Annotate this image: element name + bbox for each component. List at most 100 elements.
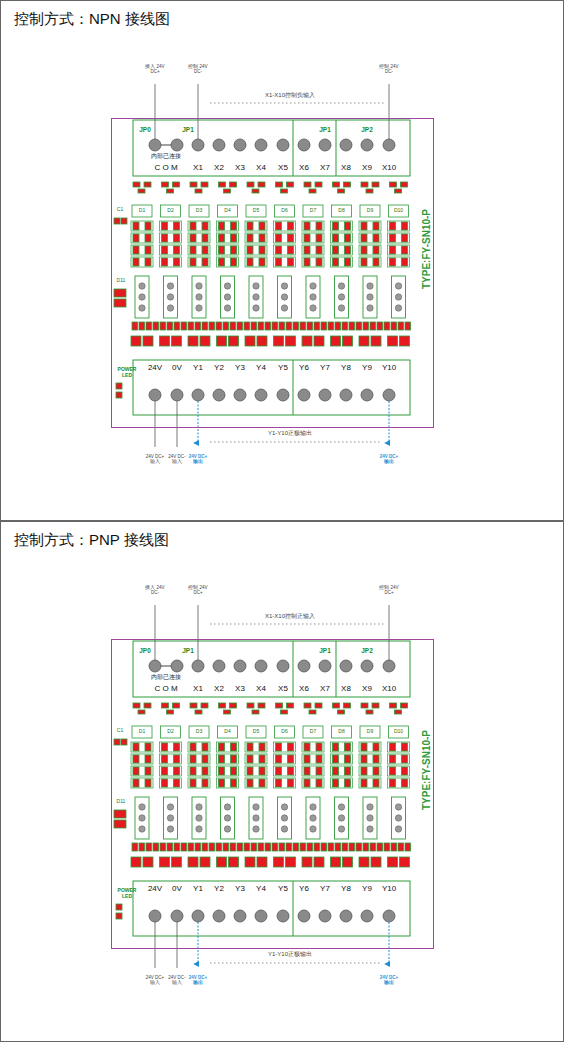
pin-name: 0V (172, 885, 182, 894)
part-designator: D6 (281, 208, 287, 214)
pin-hole (338, 804, 344, 810)
resistor-outline (302, 245, 324, 255)
resistor-outline (388, 778, 410, 788)
solder-pad (359, 336, 369, 346)
solder-pad (223, 843, 229, 851)
solder-pad (145, 234, 151, 242)
solder-pad (338, 710, 345, 714)
pin-hole (224, 815, 230, 821)
input-wire (389, 605, 390, 660)
solder-pad (144, 182, 151, 187)
solder-pad (316, 258, 322, 266)
solder-pad (276, 182, 283, 187)
pin-hole (367, 826, 373, 832)
resistor-outline (388, 245, 410, 255)
resistor-outline (331, 766, 353, 776)
led-outline (132, 205, 152, 217)
solder-pad (190, 246, 196, 254)
solder-pad (390, 767, 396, 775)
solder-pad (363, 322, 369, 330)
solder-pad (219, 234, 225, 242)
resistor-outline (359, 233, 381, 243)
pin-hole (367, 804, 373, 810)
solder-pad (265, 322, 271, 330)
solder-pad (316, 743, 322, 751)
pin-name: Y2 (214, 364, 224, 373)
solder-pad (224, 710, 231, 714)
led-outline (360, 205, 380, 217)
solder-pad (281, 710, 288, 714)
solder-pad (202, 246, 208, 254)
solder-pad (304, 258, 310, 266)
solder-pad (188, 322, 194, 330)
terminal-screw (340, 139, 352, 151)
pin-hole (310, 305, 316, 311)
solder-pad (202, 322, 208, 330)
solder-pad (190, 779, 196, 787)
solder-pad (405, 322, 411, 330)
solder-pad (190, 755, 196, 763)
solder-pad (361, 234, 367, 242)
pin-hole (224, 826, 230, 832)
pin-name: X6 (299, 164, 309, 173)
solder-pad (401, 703, 408, 708)
solder-pad (309, 189, 316, 193)
led-outline (275, 205, 295, 217)
power-wire (155, 922, 156, 968)
solder-pad (174, 743, 180, 751)
solder-pad (247, 779, 253, 787)
terminal-screw (213, 660, 225, 672)
terminal-screw (298, 910, 310, 922)
solder-pad (162, 779, 168, 787)
solder-pad (162, 743, 168, 751)
terminal-screw (171, 910, 183, 922)
solder-pad (274, 857, 284, 867)
optocoupler-outline (135, 797, 149, 839)
resistor-outline (331, 233, 353, 243)
solder-pad (162, 182, 169, 187)
pin-hole (196, 826, 202, 832)
led-outline (218, 205, 238, 217)
pin-name: Y9 (362, 364, 372, 373)
resistor-outline (131, 766, 153, 776)
resistor-outline (217, 257, 239, 267)
solder-pad (114, 820, 126, 828)
solder-pad (400, 857, 410, 867)
solder-pad (133, 703, 140, 708)
solder-pad (219, 182, 226, 187)
solder-pad (276, 703, 283, 708)
solder-pad (401, 182, 408, 187)
resistor-outline (274, 742, 296, 752)
pin-name: X4 (256, 164, 266, 173)
solder-pad (333, 182, 340, 187)
solder-pad (288, 767, 294, 775)
optocoupler-outline (306, 276, 320, 318)
jumper-label: JP1 (182, 126, 194, 133)
pin-hole (367, 815, 373, 821)
part-designator: D2 (167, 208, 173, 214)
solder-pad (116, 913, 122, 919)
terminal-screw (171, 139, 183, 151)
solder-pad (190, 743, 196, 751)
solder-pad (316, 234, 322, 242)
solder-pad (361, 767, 367, 775)
led-outline (161, 726, 181, 738)
solder-pad (172, 857, 182, 867)
resistor-outline (388, 221, 410, 231)
solder-pad (143, 336, 153, 346)
led-outline (389, 726, 409, 738)
optocoupler-outline (363, 276, 377, 318)
wire-note: 24V DC- 输入 (167, 976, 187, 986)
solder-pad (133, 234, 139, 242)
solder-pad (373, 246, 379, 254)
pin-name: C O M (154, 164, 177, 173)
pin-hole (167, 283, 173, 289)
part-designator: D6 (281, 729, 287, 735)
solder-pad (167, 189, 174, 193)
terminal-divider (293, 641, 294, 697)
solder-pad (258, 322, 264, 330)
resistor-outline (160, 766, 182, 776)
terminal-screw (149, 910, 161, 922)
resistor-outline (388, 766, 410, 776)
solder-pad (361, 246, 367, 254)
